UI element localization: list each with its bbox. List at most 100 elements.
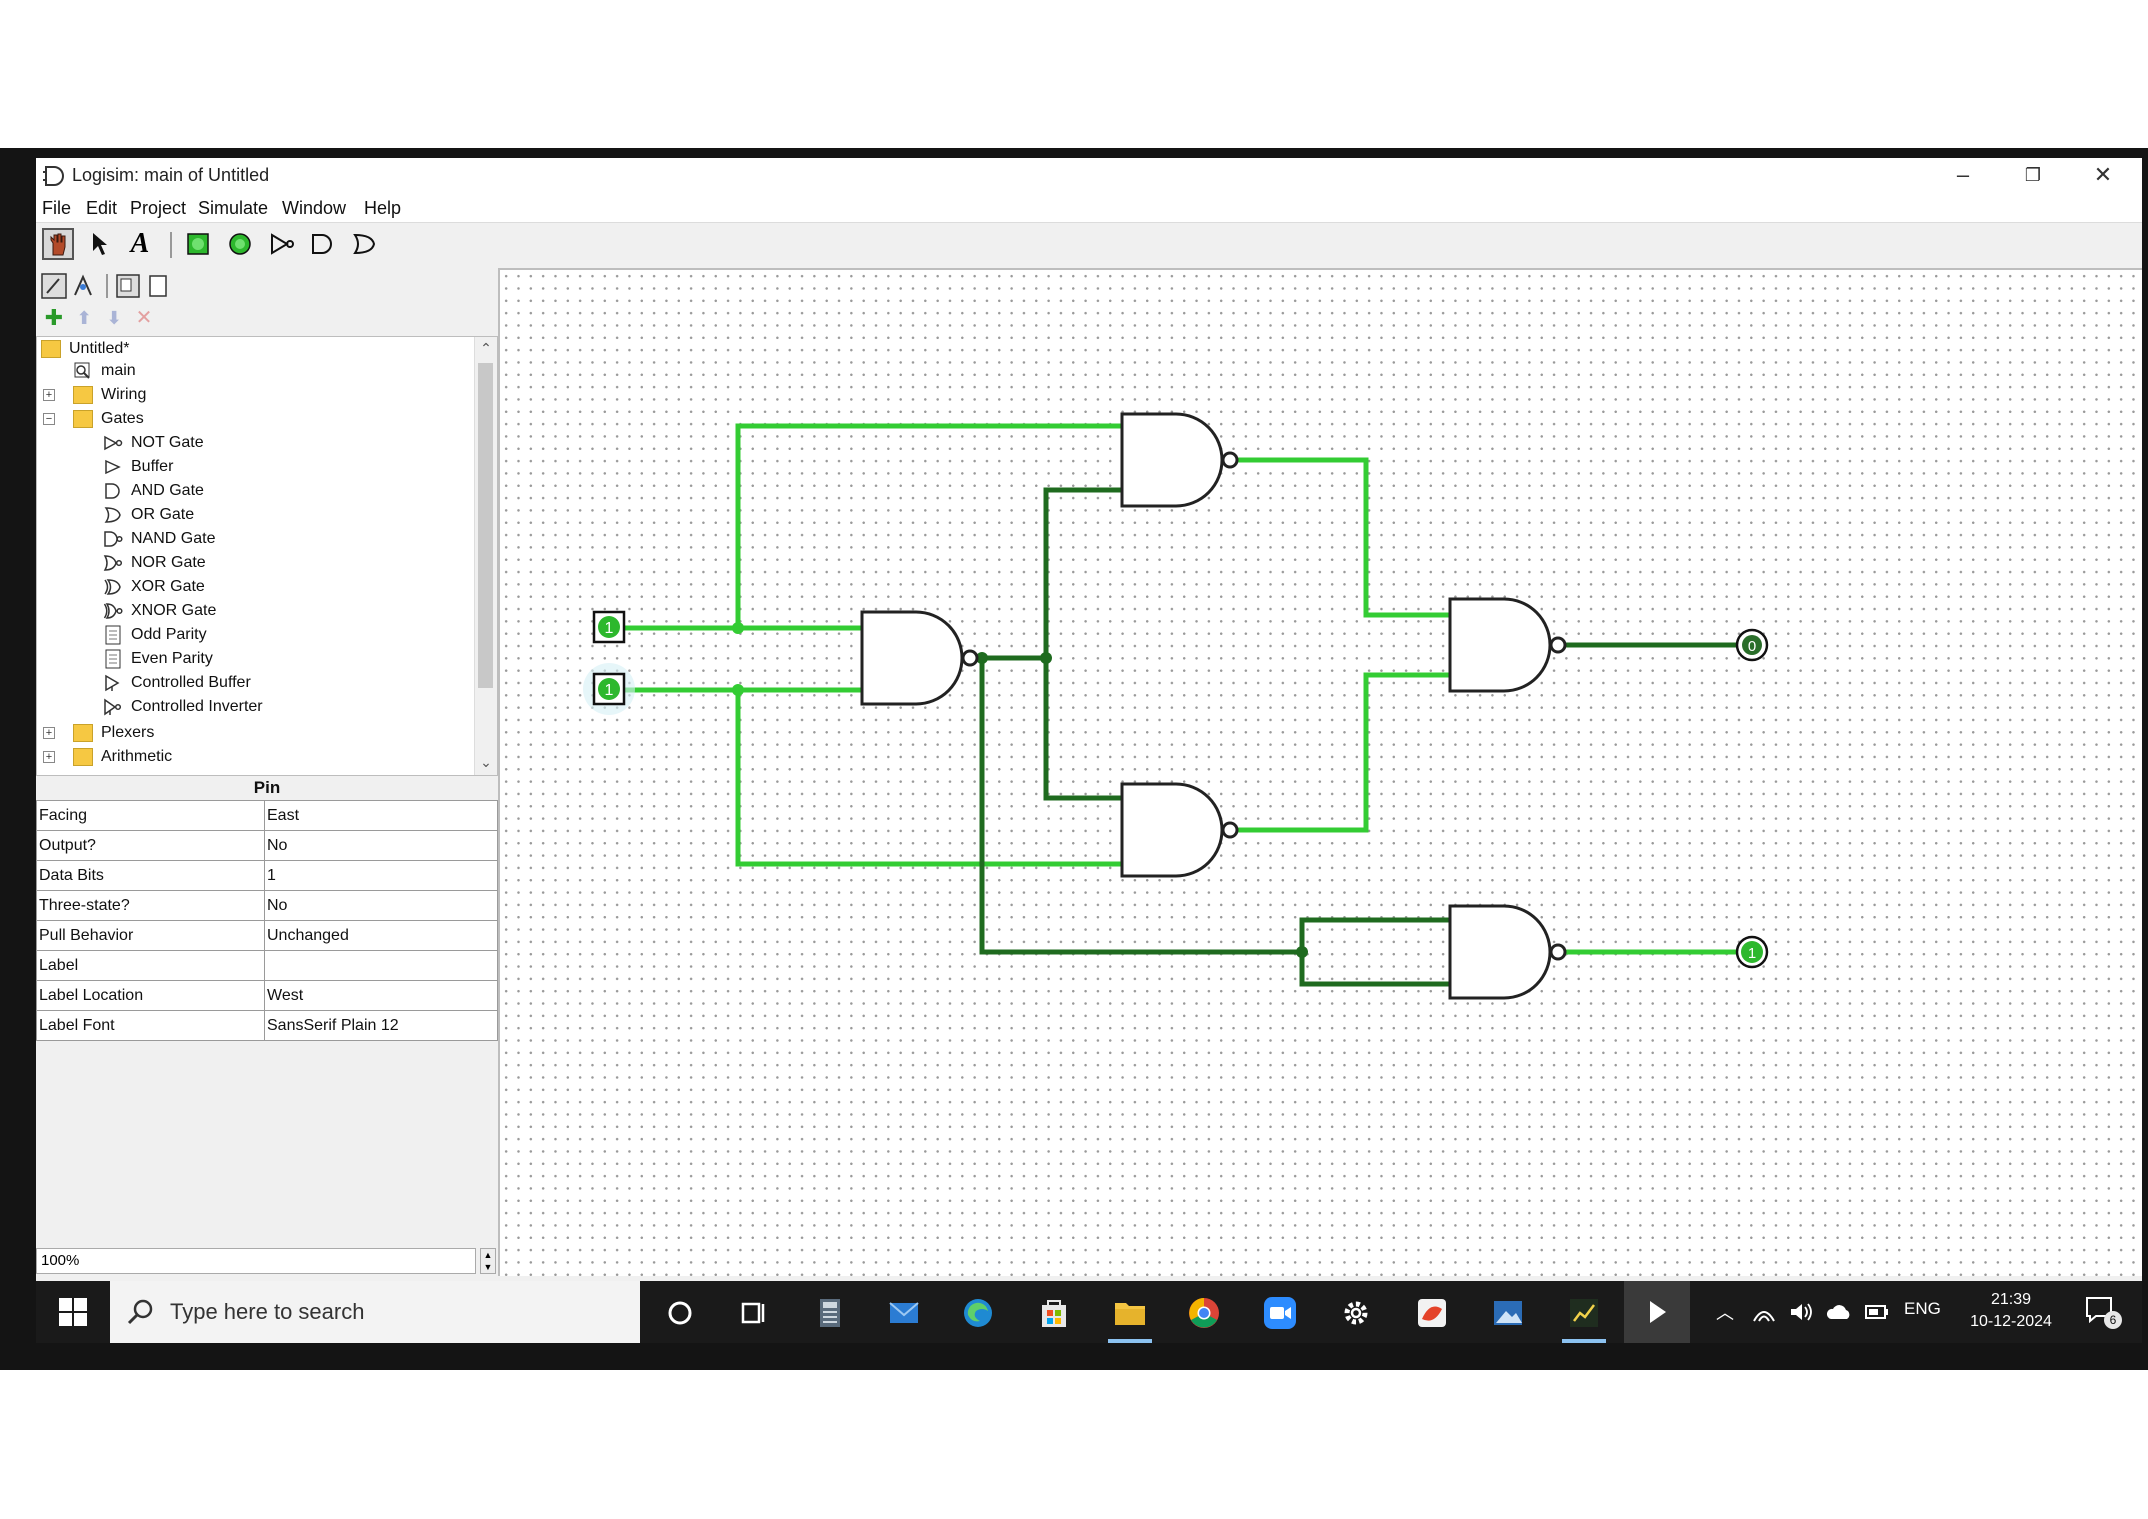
delete-circuit-x-icon[interactable]: ✕ [135, 307, 153, 329]
text-tool-icon[interactable]: A [130, 228, 150, 259]
tree-item-not-gate[interactable]: NOT Gate [103, 431, 204, 455]
appearance-view-icon[interactable] [142, 270, 174, 302]
attr-value[interactable]: East [264, 800, 498, 831]
select-tool-arrow-icon[interactable] [84, 228, 116, 260]
not-gate-icon [103, 433, 123, 453]
onedrive-cloud-icon[interactable] [1826, 1301, 1852, 1323]
toolbox-view-icon[interactable] [38, 270, 70, 302]
tree-label: Even Parity [131, 650, 213, 667]
stock-chart-app-icon[interactable] [1566, 1295, 1602, 1331]
close-button[interactable]: ✕ [2093, 162, 2113, 187]
attr-value[interactable]: No [264, 890, 498, 921]
move-down-arrow-icon[interactable]: ⬇ [106, 308, 122, 328]
tree-folder-arithmetic[interactable]: Arithmetic [73, 745, 172, 769]
attr-value[interactable]: West [264, 980, 498, 1011]
move-up-arrow-icon[interactable]: ⬆ [76, 308, 92, 328]
tree-folder-gates[interactable]: Gates [73, 407, 144, 431]
logisim-taskbar-button[interactable] [1624, 1281, 1690, 1343]
photos-app-icon[interactable] [1490, 1295, 1526, 1331]
attr-value[interactable]: No [264, 830, 498, 861]
battery-icon[interactable] [1864, 1303, 1890, 1321]
scroll-down-icon[interactable]: ⌄ [480, 754, 492, 770]
scrollbar-thumb[interactable] [478, 363, 493, 688]
attr-value[interactable]: SansSerif Plain 12 [264, 1010, 498, 1041]
mail-icon[interactable] [886, 1295, 922, 1331]
tree-item-nand-gate[interactable]: NAND Gate [103, 527, 215, 551]
menu-help[interactable]: Help [364, 198, 402, 218]
add-output-pin-icon[interactable] [224, 228, 256, 260]
settings-gear-icon[interactable] [1338, 1295, 1374, 1331]
simulation-view-icon[interactable] [68, 270, 100, 302]
tree-item-or-gate[interactable]: OR Gate [103, 503, 194, 527]
attr-value[interactable]: 1 [264, 860, 498, 891]
restore-button[interactable]: ❐ [2024, 165, 2042, 185]
minimize-button[interactable]: – [1956, 162, 1970, 187]
edge-browser-icon[interactable] [960, 1295, 996, 1331]
folder-icon [73, 409, 93, 429]
taskbar-clock[interactable]: 21:39 10-12-2024 [1956, 1289, 2066, 1333]
menu-edit[interactable]: Edit [86, 198, 118, 218]
task-view-icon[interactable] [736, 1295, 772, 1331]
tree-item-xnor-gate[interactable]: XNOR Gate [103, 599, 216, 623]
expand-plexers-icon[interactable]: + [43, 727, 55, 739]
poke-tool-hand-icon[interactable] [42, 228, 74, 260]
attr-value[interactable] [264, 950, 498, 981]
tree-item-even-parity[interactable]: Even Parity [103, 647, 213, 671]
add-not-gate-icon[interactable] [266, 228, 298, 260]
network-icon[interactable] [1752, 1301, 1776, 1323]
collapse-gates-icon[interactable]: − [43, 413, 55, 425]
attr-row-three-state[interactable]: Three-state?No [36, 890, 498, 921]
tree-item-and-gate[interactable]: AND Gate [103, 479, 204, 503]
add-circuit-plus-icon[interactable]: ✚ [44, 305, 64, 330]
file-explorer-icon[interactable] [1112, 1295, 1148, 1331]
tree-item-controlled-buffer[interactable]: Controlled Buffer [103, 671, 251, 695]
menu-simulate[interactable]: Simulate [198, 198, 269, 218]
tree-project-untitled[interactable]: Untitled* [41, 337, 129, 361]
tree-item-odd-parity[interactable]: Odd Parity [103, 623, 207, 647]
menu-window[interactable]: Window [282, 198, 347, 218]
add-and-gate-icon[interactable] [306, 228, 338, 260]
language-indicator[interactable]: ENG [1904, 1299, 1941, 1318]
circuit-canvas[interactable]: 1 1 0 1 [498, 268, 2142, 1276]
attr-key: Facing [36, 800, 265, 831]
tree-label: Controlled Buffer [131, 674, 251, 691]
tree-item-buffer[interactable]: Buffer [103, 455, 173, 479]
tree-item-xor-gate[interactable]: XOR Gate [103, 575, 205, 599]
store-icon[interactable] [1036, 1295, 1072, 1331]
main-circuit-view-icon[interactable] [112, 270, 144, 302]
explorer-scrollbar[interactable]: ⌃ ⌄ [474, 337, 497, 775]
attr-value[interactable]: Unchanged [264, 920, 498, 951]
notification-center-button[interactable]: 6 [2084, 1295, 2124, 1331]
expand-arithmetic-icon[interactable]: + [43, 751, 55, 763]
pdf-app-icon[interactable] [1414, 1295, 1450, 1331]
chrome-browser-icon[interactable] [1186, 1295, 1222, 1331]
tree-label: Wiring [101, 386, 147, 403]
cortana-circle-icon[interactable] [662, 1295, 698, 1331]
tree-folder-plexers[interactable]: Plexers [73, 721, 154, 745]
attr-row-label[interactable]: Label [36, 950, 498, 981]
attr-row-output[interactable]: Output?No [36, 830, 498, 861]
zoom-field[interactable]: 100% [36, 1248, 476, 1274]
expand-wiring-icon[interactable]: + [43, 389, 55, 401]
volume-icon[interactable] [1788, 1301, 1814, 1323]
scroll-up-icon[interactable]: ⌃ [480, 340, 492, 356]
add-input-pin-icon[interactable] [182, 228, 214, 260]
windows-start-icon[interactable] [58, 1297, 88, 1327]
tree-item-controlled-inverter[interactable]: Controlled Inverter [103, 695, 263, 719]
menu-project[interactable]: Project [130, 198, 187, 218]
zoom-spinner[interactable]: ▲▼ [480, 1248, 496, 1274]
tree-circuit-main[interactable]: main [73, 359, 136, 383]
tray-chevron-up-icon[interactable]: ︿ [1716, 1303, 1734, 1323]
taskbar-search-box[interactable]: Type here to search [110, 1281, 640, 1343]
zoom-app-icon[interactable] [1262, 1295, 1298, 1331]
add-or-gate-icon[interactable] [348, 228, 380, 260]
tree-item-nor-gate[interactable]: NOR Gate [103, 551, 206, 575]
menu-file[interactable]: File [42, 198, 72, 218]
calculator-icon[interactable] [812, 1295, 848, 1331]
tree-folder-wiring[interactable]: Wiring [73, 383, 146, 407]
